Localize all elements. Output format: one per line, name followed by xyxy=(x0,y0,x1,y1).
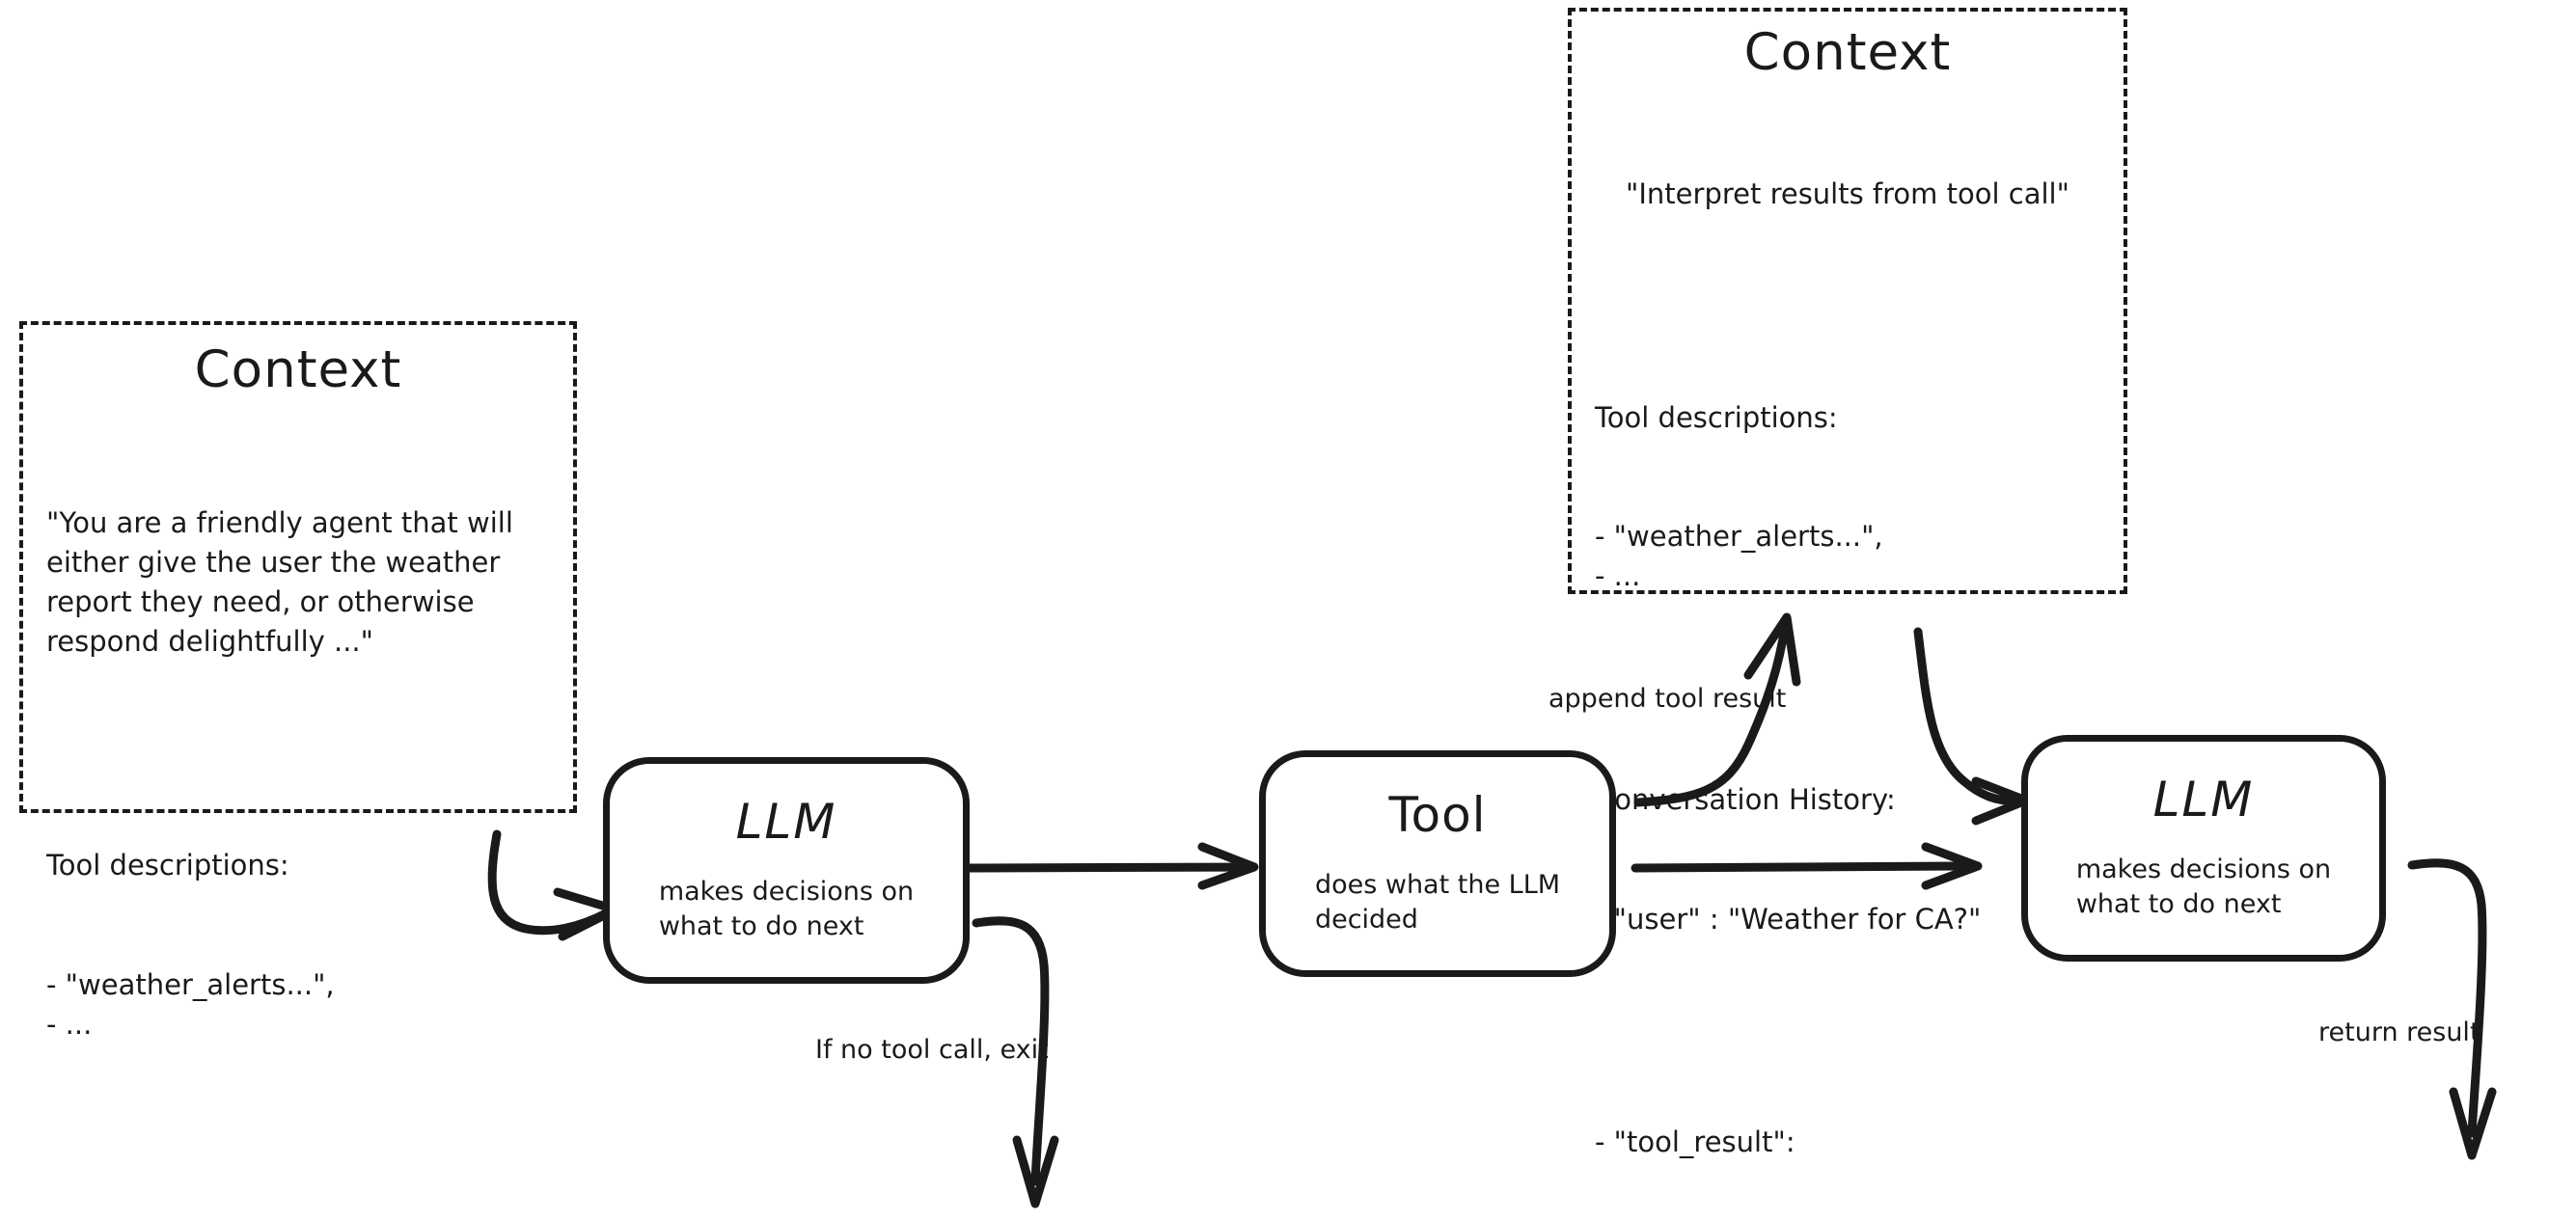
context-left-tools-heading: Tool descriptions: xyxy=(46,849,289,882)
context-right-tools-heading: Tool descriptions: xyxy=(1595,400,1838,434)
context-right-tools-items: - "weather_alerts...", - ... xyxy=(1595,520,1883,593)
arrow-llm2-return xyxy=(2407,858,2487,1138)
spacer xyxy=(1595,1018,2100,1044)
context-right-title: Context xyxy=(1743,23,1952,82)
spacer xyxy=(46,742,550,767)
edge-label-append-tool-result: append tool result xyxy=(1548,684,1787,714)
node-tool-subtitle: does what the LLM decided xyxy=(1314,869,1561,935)
node-llm-1[interactable]: LLM makes decisions on what to do next xyxy=(603,757,970,984)
spacer xyxy=(1595,293,2100,318)
node-tool-title: Tool xyxy=(1388,786,1487,843)
spacer xyxy=(46,1124,550,1149)
node-llm-2-title: LLM xyxy=(2152,771,2255,828)
arrow-llm1-to-tool xyxy=(965,862,1251,873)
context-right-body: "Interpret results from tool call" Tool … xyxy=(1595,95,2100,1221)
context-box-right: Context "Interpret results from tool cal… xyxy=(1568,8,2127,1158)
context-left-system-prompt: "You are a friendly agent that will eith… xyxy=(46,505,513,659)
edge-label-return-result: return result xyxy=(2318,1018,2480,1047)
context-left-body: "You are a friendly agent that will eith… xyxy=(46,423,550,1221)
arrow-llm1-exit-head xyxy=(1012,1135,1059,1208)
context-left-title: Context xyxy=(194,340,402,399)
node-llm-2[interactable]: LLM makes decisions on what to do next xyxy=(2021,735,2386,962)
node-llm-2-subtitle: makes decisions on what to do next xyxy=(2075,854,2332,919)
node-tool[interactable]: Tool does what the LLM decided xyxy=(1259,750,1616,977)
node-llm-1-title: LLM xyxy=(735,793,837,850)
arrow-llm1-to-tool-head xyxy=(1197,842,1259,890)
edge-label-llm1-exit: If no tool call, exit xyxy=(815,1035,1049,1065)
arrow-llm2-return-head xyxy=(2449,1087,2497,1160)
context-left-tools-items: - "weather_alerts...", - ... xyxy=(46,967,335,1041)
context-box-left: Context "You are a friendly agent that w… xyxy=(19,321,577,1041)
context-right-conversation-heading: Conversation History: xyxy=(1595,783,1896,817)
node-llm-1-subtitle: makes decisions on what to do next xyxy=(658,876,915,941)
context-right-system-prompt: "Interpret results from tool call" xyxy=(1626,176,2069,210)
context-right-tool-result-heading: - "tool_result": xyxy=(1595,1126,1795,1159)
